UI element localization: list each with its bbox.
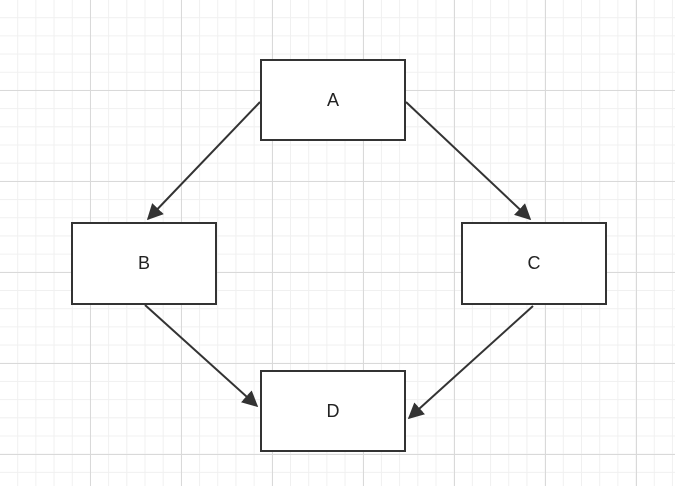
edge-c-to-d[interactable]: [407, 305, 534, 420]
node-b-label: B: [137, 253, 150, 273]
node-b[interactable]: B: [71, 222, 217, 305]
edge-b-to-d[interactable]: [144, 304, 259, 408]
node-c[interactable]: C: [461, 222, 607, 305]
node-a-label: A: [326, 89, 339, 110]
edge-a-to-b[interactable]: [146, 101, 261, 221]
node-d[interactable]: D: [260, 370, 406, 452]
node-c-label: C: [527, 253, 541, 273]
node-d-label: D: [326, 400, 340, 421]
edge-a-to-c[interactable]: [405, 101, 532, 221]
node-a[interactable]: A: [260, 59, 406, 141]
